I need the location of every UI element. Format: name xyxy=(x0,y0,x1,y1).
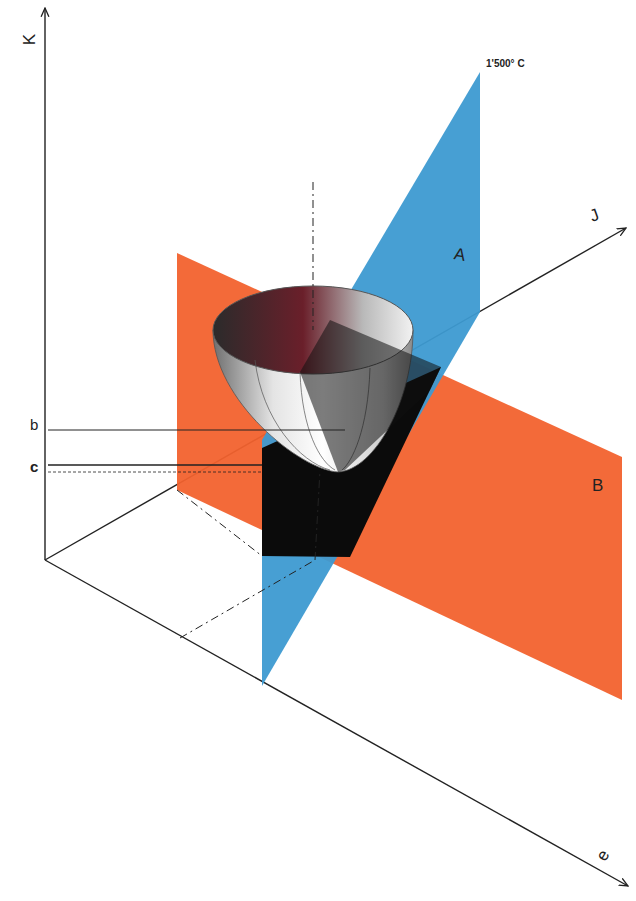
level-label: b xyxy=(28,416,40,433)
temperature-label: 1'500° C xyxy=(484,58,527,70)
plane-b xyxy=(177,253,622,700)
k-axis xyxy=(44,8,45,560)
bowl-axis xyxy=(313,182,314,330)
guide-line xyxy=(180,560,315,638)
axis-label: e xyxy=(591,845,614,866)
guide-line xyxy=(177,490,262,556)
axis-label: J xyxy=(585,204,603,226)
plane-label: A xyxy=(450,244,468,265)
bowl-section xyxy=(300,320,441,472)
plane-label: B xyxy=(590,476,605,495)
level-line xyxy=(48,472,262,473)
axis-label: K xyxy=(20,32,39,47)
guide-line xyxy=(315,470,320,560)
level-line xyxy=(48,430,345,431)
level-label: c xyxy=(28,458,40,475)
level-line xyxy=(48,464,262,465)
